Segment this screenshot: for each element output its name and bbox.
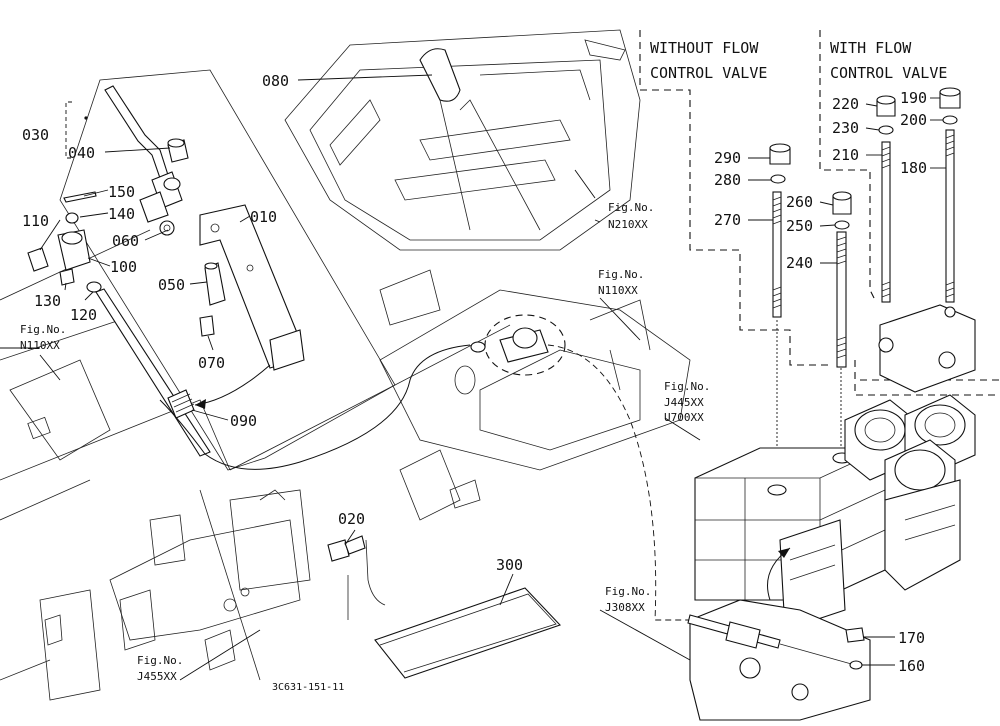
svg-text:Fig.No.: Fig.No. [664,380,710,393]
stud-270 [772,191,782,318]
label-130: 130 [34,292,61,310]
flow-control-plate [878,304,976,393]
label-140: 140 [108,205,135,223]
label-290: 290 [714,149,741,167]
part-labels: 030 040 080 150 140 110 060 010 100 050 … [22,72,927,675]
label-300: 300 [496,556,523,574]
pin-130 [59,268,75,286]
label-180: 180 [900,159,927,177]
label-090: 090 [230,412,257,430]
with-flow-box [819,30,1000,381]
bolt-020 [327,535,386,620]
lever-panel-outline [59,69,396,471]
figref-j455: Fig.No. J455XX [137,654,183,683]
control-valve-body [687,394,976,721]
label-050: 050 [158,276,185,294]
nut-110 [27,247,49,272]
label-260: 260 [786,193,813,211]
washer-250 [834,220,850,230]
label-080: 080 [262,72,289,90]
drawing-code: 3C631-151-11 [272,682,344,693]
pin-170 [845,627,865,643]
nut-120 [86,281,102,293]
label-240: 240 [786,254,813,272]
leader-lines [0,74,946,681]
pin-150 [63,191,97,203]
floor-plate-outline [379,289,691,471]
svg-text:Fig.No.: Fig.No. [608,201,654,214]
without-flow-box [639,30,830,366]
mid-fitting [470,314,690,621]
with-flow-header-line2: CONTROL VALVE [830,64,947,82]
label-030: 030 [22,126,49,144]
label-160: 160 [898,657,925,675]
washer-280 [770,174,786,184]
console-outline [284,29,641,251]
washer-200 [942,115,958,125]
stud-210 [881,141,891,303]
figref-n110-left: Fig.No. N110XX [20,323,66,352]
lever-030 [104,85,169,179]
variant-headers: WITHOUT FLOW CONTROL VALVE WITH FLOW CON… [650,39,947,82]
figref-n210: Fig.No. N210XX [608,201,654,231]
lower-bracket-outline [109,519,301,641]
label-200: 200 [900,111,927,129]
figure-references: Fig.No. N110XX Fig.No. N210XX Fig.No. N1… [20,201,710,683]
svg-text:U700XX: U700XX [664,411,704,424]
label-220: 220 [832,95,859,113]
label-020: 020 [338,510,365,528]
label-070: 070 [198,354,225,372]
background-linework [0,29,691,701]
svg-text:Fig.No.: Fig.No. [20,323,66,336]
control-knob-080 [419,48,471,231]
spacer-050 [204,262,226,306]
label-270: 270 [714,211,741,229]
label-010: 010 [250,208,277,226]
without-flow-header-line1: WITHOUT FLOW [650,39,759,57]
figref-n110-mid: Fig.No. N110XX [598,268,644,297]
svg-text:J455XX: J455XX [137,670,177,683]
manual-300 [374,587,561,679]
label-110: 110 [22,212,49,230]
label-250: 250 [786,217,813,235]
bolt-070 [199,315,215,337]
svg-text:Fig.No.: Fig.No. [605,585,651,598]
without-flow-header-line2: CONTROL VALVE [650,64,767,82]
label-150: 150 [108,183,135,201]
washer-230 [878,125,894,135]
label-040: 040 [68,144,95,162]
washer-140 [65,212,79,224]
svg-text:J445XX: J445XX [664,396,704,409]
stud-240 [836,231,847,368]
svg-text:Fig.No.: Fig.No. [137,654,183,667]
svg-text:Fig.No.: Fig.No. [598,268,644,281]
svg-text:N210XX: N210XX [608,218,648,231]
label-170: 170 [898,629,925,647]
label-100: 100 [110,258,137,276]
stud-180 [945,129,955,303]
label-060: 060 [112,232,139,250]
label-230: 230 [832,119,859,137]
figref-j445: Fig.No. J445XX U700XX [664,380,710,424]
label-280: 280 [714,171,741,189]
svg-text:N110XX: N110XX [20,339,60,352]
svg-text:N110XX: N110XX [598,284,638,297]
variant-boxes [639,30,1000,396]
label-210: 210 [832,146,859,164]
label-190: 190 [900,89,927,107]
svg-text:J308XX: J308XX [605,601,645,614]
figref-j308: Fig.No. J308XX [605,585,651,614]
cable-090 [95,288,211,457]
with-flow-header-line1: WITH FLOW [830,39,912,57]
label-120: 120 [70,306,97,324]
